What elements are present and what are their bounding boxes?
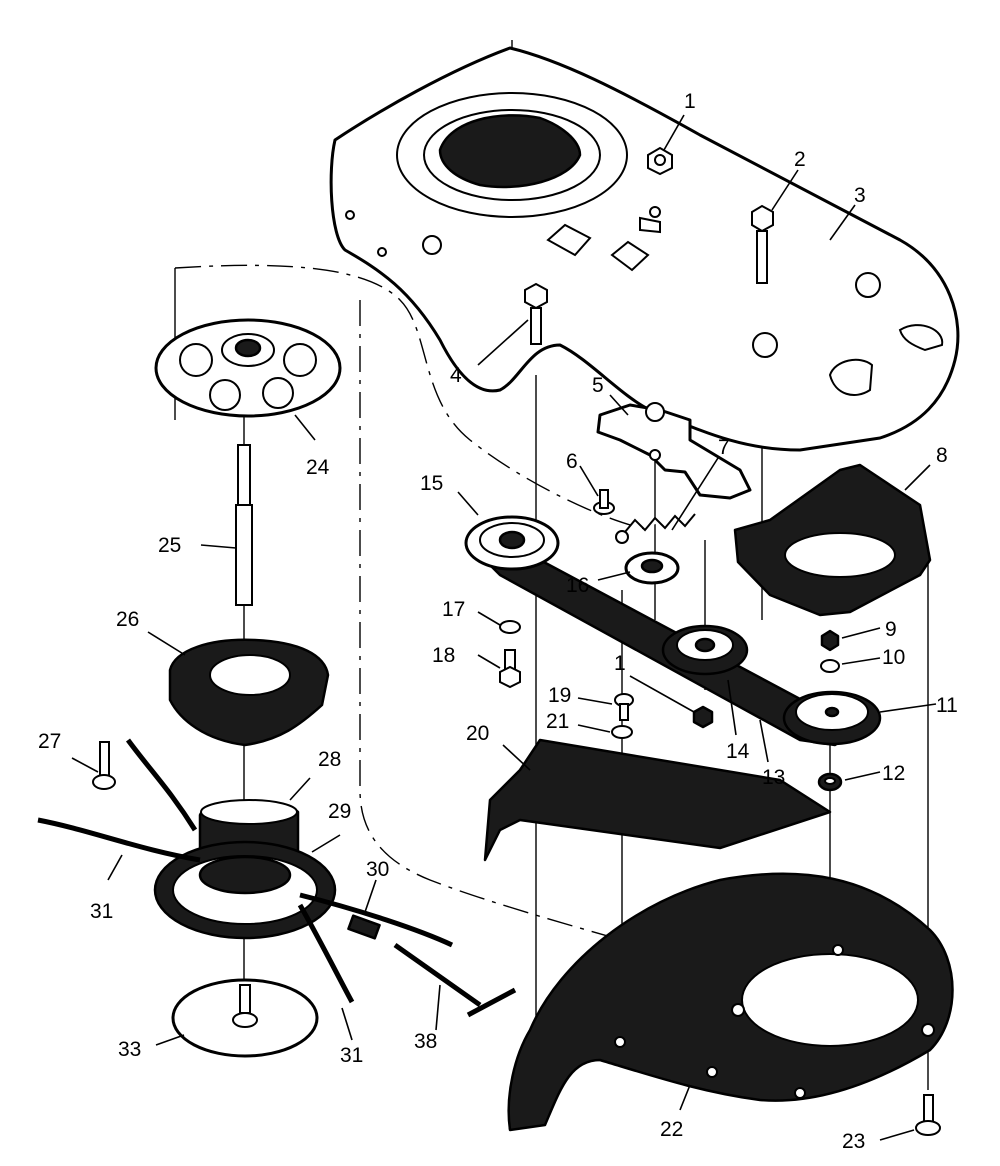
callout-11: 11 xyxy=(936,694,958,717)
callout-31-right: 31 xyxy=(340,1044,363,1067)
callout-33: 33 xyxy=(118,1038,141,1061)
callout-14: 14 xyxy=(726,740,750,763)
bearing-part-12 xyxy=(817,772,843,792)
callout-18: 18 xyxy=(432,644,455,667)
callout-27: 27 xyxy=(38,730,61,753)
screw-part-6 xyxy=(593,489,615,515)
callout-25: 25 xyxy=(158,534,181,557)
callout-16: 16 xyxy=(566,574,589,597)
shaft-part-25 xyxy=(235,444,253,606)
screw-part-19 xyxy=(614,693,634,721)
screw-part-27 xyxy=(92,741,116,790)
bearing-plate-part-24 xyxy=(154,318,342,418)
callout-1-top: 1 xyxy=(684,90,696,113)
callout-leaders xyxy=(71,114,937,1141)
spring-part-7 xyxy=(615,513,696,544)
nut-part-1-lower xyxy=(692,705,714,729)
lower-deflector-part-22 xyxy=(507,872,954,1132)
screw-part-4 xyxy=(524,282,548,345)
hub-part-26 xyxy=(168,638,330,747)
screw-part-23 xyxy=(915,1094,941,1136)
trimmer-line-part-31 xyxy=(37,738,454,1004)
callout-28: 28 xyxy=(318,748,341,771)
callout-8: 8 xyxy=(936,444,948,467)
pulley-part-14 xyxy=(661,624,749,676)
callout-19: 19 xyxy=(548,684,571,707)
callout-29: 29 xyxy=(328,800,351,823)
washer-part-21 xyxy=(611,725,633,739)
callout-1-lower: 1 xyxy=(614,652,626,675)
callout-15: 15 xyxy=(420,472,443,495)
callout-24: 24 xyxy=(306,456,330,479)
spool-base-part-29 xyxy=(153,840,337,940)
spring-part-30 xyxy=(347,914,381,940)
pulley-part-15 xyxy=(464,515,560,571)
callout-21: 21 xyxy=(546,710,569,733)
belt-guide-part-8 xyxy=(733,463,932,617)
callout-4: 4 xyxy=(450,364,462,387)
washer-part-17 xyxy=(499,620,521,634)
callout-labels: 1 2 3 4 5 6 7 8 9 10 11 12 13 14 15 16 1… xyxy=(38,90,958,1153)
bolt-part-18 xyxy=(499,649,521,689)
tension-bracket-part-5 xyxy=(596,402,752,500)
washer-part-10 xyxy=(820,659,840,673)
callout-3: 3 xyxy=(854,184,866,207)
callout-2: 2 xyxy=(794,148,806,171)
callout-22: 22 xyxy=(660,1118,683,1141)
cover-cap-part-33 xyxy=(171,978,319,1058)
callout-7: 7 xyxy=(718,436,730,459)
callout-30: 30 xyxy=(366,858,389,881)
idler-pulley-part-16 xyxy=(624,551,680,585)
callout-12: 12 xyxy=(882,762,905,785)
callout-23: 23 xyxy=(842,1130,865,1153)
callout-13: 13 xyxy=(762,766,785,789)
pulley-part-11 xyxy=(782,690,882,746)
callout-20: 20 xyxy=(466,722,489,745)
callout-9: 9 xyxy=(885,618,897,641)
callout-6: 6 xyxy=(566,450,578,473)
pin-part-38 xyxy=(393,942,517,1018)
nut-part-1 xyxy=(647,146,673,176)
callout-17: 17 xyxy=(442,598,465,621)
callout-10: 10 xyxy=(882,646,905,669)
callout-38: 38 xyxy=(414,1030,437,1053)
bolt-part-2 xyxy=(751,204,774,284)
callout-5: 5 xyxy=(592,374,604,397)
callout-31-left: 31 xyxy=(90,900,113,923)
callout-26: 26 xyxy=(116,608,139,631)
nut-part-9 xyxy=(820,629,840,652)
upper-housing-part-3 xyxy=(329,46,960,452)
inner-shield-part-20 xyxy=(483,738,832,862)
